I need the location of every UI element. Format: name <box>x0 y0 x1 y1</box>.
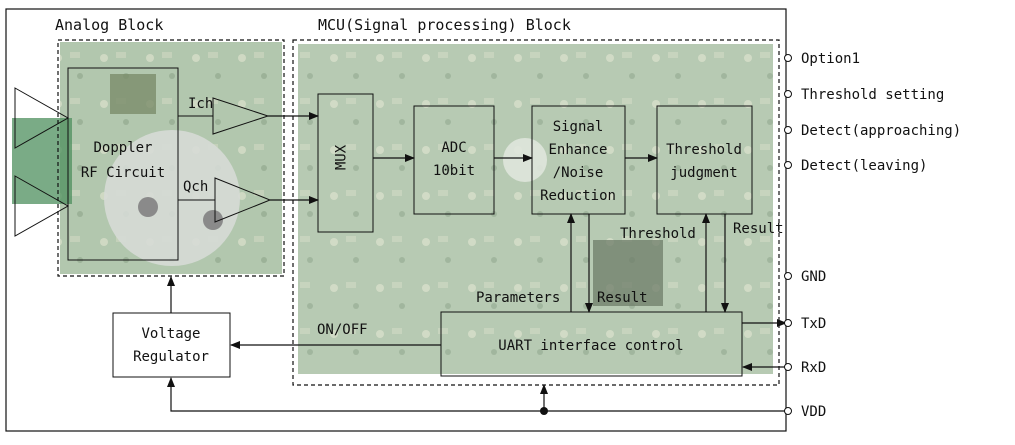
mux-label: MUX <box>334 144 350 170</box>
ich-label: Ich <box>188 96 213 112</box>
antenna-triangle-top <box>14 87 70 149</box>
outer-frame <box>5 8 787 432</box>
result-mid-label: Result <box>597 290 648 306</box>
mcu-chip <box>593 240 663 306</box>
mcu-block-border <box>292 39 780 386</box>
vdd-junction <box>540 407 548 415</box>
pin-vdd: VDD <box>784 404 826 420</box>
vdd-bus <box>167 377 786 412</box>
pcb-hole <box>503 138 547 182</box>
pin-label: Option1 <box>801 51 860 67</box>
voltage-regulator-box <box>112 312 231 378</box>
pin-label: GND <box>801 269 826 285</box>
pin-label: RxD <box>801 360 826 376</box>
ich-amplifier <box>212 97 270 135</box>
piezo-hole-1 <box>138 197 158 217</box>
signal-label-2: Enhance <box>548 142 607 158</box>
pin-label: Detect(leaving) <box>801 158 927 174</box>
doppler-label-2: RF Circuit <box>81 165 165 181</box>
pin-rxd: RxD <box>784 360 826 376</box>
qch-label: Qch <box>183 179 208 195</box>
doppler-rf-box <box>67 67 179 261</box>
piezo-disc <box>104 130 240 266</box>
rf-chip <box>110 74 156 114</box>
threshold-label: Threshold <box>620 226 696 242</box>
adc-box <box>413 105 495 215</box>
analog-block-title: Analog Block <box>55 16 163 34</box>
pin-detect-leaving: Detect(leaving) <box>784 158 927 174</box>
signal-label-4: Reduction <box>540 188 616 204</box>
judgment-label-2: judgment <box>670 165 737 181</box>
pin-label: Detect(approaching) <box>801 123 961 139</box>
pin-threshold-setting: Threshold setting <box>784 87 944 103</box>
pin-detect-approaching: Detect(approaching) <box>784 123 961 139</box>
parameters-label: Parameters <box>476 290 560 306</box>
pin-label: Threshold setting <box>801 87 944 103</box>
qch-amplifier <box>214 177 272 223</box>
pin-label: VDD <box>801 404 826 420</box>
piezo-hole-2 <box>203 210 223 230</box>
pin-gnd: GND <box>784 269 826 285</box>
pin-option1: Option1 <box>784 51 860 67</box>
uart-label: UART interface control <box>498 338 683 354</box>
mcu-pcb-image <box>298 44 773 374</box>
signal-enhance-box <box>531 105 626 215</box>
signal-label-3: /Noise <box>553 165 604 181</box>
antenna-triangle-bottom <box>14 175 70 237</box>
judgment-label-1: Threshold <box>666 142 742 158</box>
result-right-label: Result <box>733 221 784 237</box>
on-off-label: ON/OFF <box>317 322 368 338</box>
pin-label: TxD <box>801 316 826 332</box>
adc-label-1: ADC <box>441 140 466 156</box>
doppler-label-1: Doppler <box>93 140 152 156</box>
mcu-block-title: MCU(Signal processing) Block <box>318 16 571 34</box>
mux-box <box>317 93 374 233</box>
pin-txd: TxD <box>784 316 826 332</box>
adc-label-2: 10bit <box>433 163 475 179</box>
regulator-label-1: Voltage <box>141 326 200 342</box>
regulator-label-2: Regulator <box>133 349 209 365</box>
signal-label-1: Signal <box>553 119 604 135</box>
